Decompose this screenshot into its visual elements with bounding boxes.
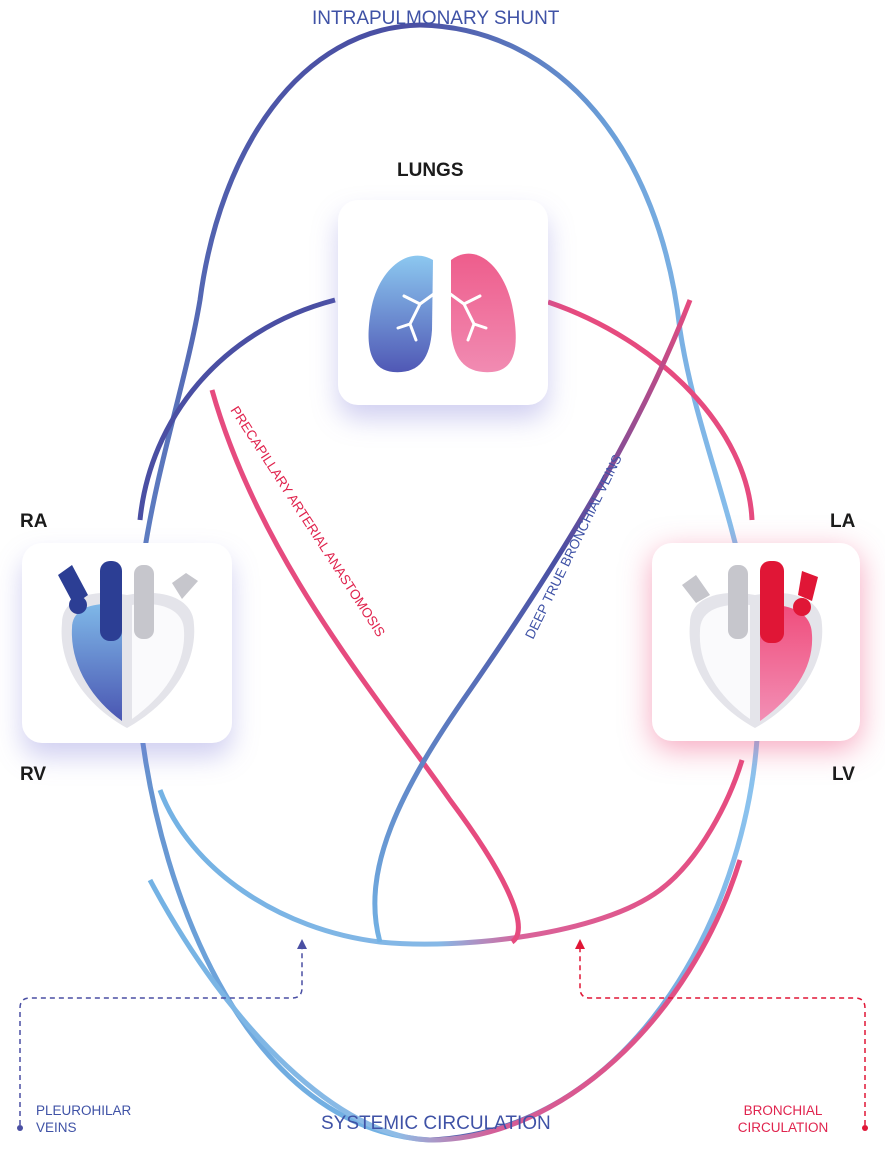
pleurohilar-label: PLEUROHILAR VEINS: [36, 1102, 132, 1136]
lungs-card: [338, 200, 548, 405]
lv-label: LV: [832, 764, 855, 786]
systemic-circulation-label: SYSTEMIC CIRCULATION: [321, 1113, 551, 1135]
right-heart-card: [22, 543, 232, 743]
intrapulmonary-shunt-label: INTRAPULMONARY SHUNT: [312, 8, 559, 30]
rv-label: RV: [20, 764, 46, 786]
precapillary-anastomosis-path: [212, 390, 518, 942]
pleurohilar-dot: [17, 1125, 23, 1131]
left-heart-card: [652, 543, 860, 741]
systemic-loop-bottom: [150, 860, 740, 1140]
lungs-label: LUNGS: [397, 160, 464, 182]
bronchial-inner-loop: [160, 760, 742, 944]
bronchial-dashed-arrow: [580, 948, 865, 1125]
heart-left-icon: [652, 543, 860, 741]
bronchial-circulation-label: BRONCHIAL CIRCULATION: [735, 1102, 831, 1136]
bronchial-arrowhead: [575, 939, 585, 949]
bronchial-dot: [862, 1125, 868, 1131]
lungs-icon: [338, 200, 548, 405]
la-label: LA: [830, 511, 855, 533]
heart-right-icon: [22, 543, 232, 743]
ra-label: RA: [20, 511, 47, 533]
pleurohilar-arrowhead: [297, 939, 307, 949]
precapillary-label: PRECAPILLARY ARTERIAL ANASTOMOSIS: [227, 403, 388, 639]
deep-bronchial-label: DEEP TRUE BRONCHIAL VEINS: [522, 452, 624, 641]
